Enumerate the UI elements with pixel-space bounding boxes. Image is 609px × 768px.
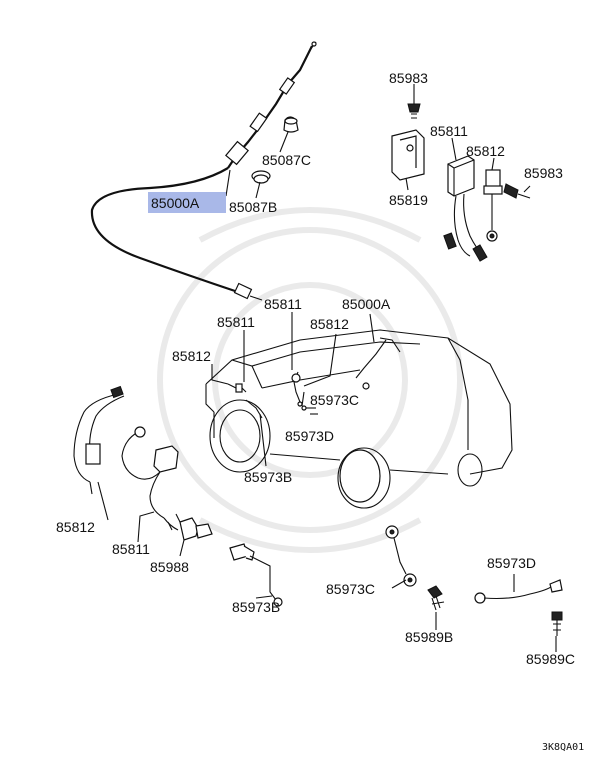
relay-85811-top[interactable]	[443, 155, 488, 262]
label-85973b-mid[interactable]: 85973B	[244, 469, 292, 485]
label-85983-top[interactable]: 85983	[389, 70, 428, 86]
label-85811-mid-left[interactable]: 85811	[217, 314, 255, 330]
label-85812-bottom[interactable]: 85812	[56, 519, 95, 535]
bracket-85819[interactable]	[391, 129, 425, 181]
harness-85812-bottom[interactable]	[73, 385, 125, 495]
leader-lines	[97, 84, 557, 652]
part-number-highlight	[148, 192, 226, 213]
label-85819[interactable]: 85819	[389, 192, 428, 208]
screw-85983-right[interactable]	[503, 183, 531, 199]
diagram-code: 3K8QA01	[542, 742, 584, 753]
label-85811-mid-right[interactable]: 85811	[264, 296, 302, 312]
label-85811-bottom[interactable]: 85811	[112, 541, 150, 557]
bolt-85989c[interactable]	[551, 611, 563, 636]
cable-85973d-bottom[interactable]	[474, 579, 563, 604]
grommet-85087c[interactable]	[283, 116, 299, 133]
label-85087c[interactable]: 85087C	[262, 152, 311, 168]
label-85812-mid-right[interactable]: 85812	[310, 316, 349, 332]
label-85988[interactable]: 85988	[150, 559, 189, 575]
label-85812-mid-left[interactable]: 85812	[172, 348, 211, 364]
screw-85983-top[interactable]	[407, 90, 421, 119]
label-85973b-bottom[interactable]: 85973B	[232, 599, 280, 615]
label-85812-top[interactable]: 85812	[466, 143, 505, 159]
vehicle-body	[205, 329, 513, 509]
label-85973d-bottom[interactable]: 85973D	[487, 555, 536, 571]
bolt-85989b[interactable]	[427, 585, 445, 611]
relay-85811-bottom[interactable]	[121, 426, 179, 519]
label-85973d-mid[interactable]: 85973D	[285, 428, 334, 444]
vehicle-wiring[interactable]	[227, 339, 387, 419]
label-85087b[interactable]: 85087B	[229, 199, 277, 215]
grommet-85087b[interactable]	[251, 170, 271, 184]
label-85973c-bottom[interactable]: 85973C	[326, 581, 375, 597]
cable-85973b-bottom[interactable]	[229, 543, 283, 607]
label-85973c-mid[interactable]: 85973C	[310, 392, 359, 408]
label-85000a-mid[interactable]: 85000A	[342, 296, 391, 312]
connector-85812-top[interactable]	[483, 169, 503, 242]
cable-85973c-bottom[interactable]	[385, 525, 417, 587]
label-85989b[interactable]: 85989B	[405, 629, 453, 645]
antenna-cable-assembly[interactable]	[90, 41, 317, 301]
label-85811-top[interactable]: 85811	[430, 123, 468, 139]
connector-85988[interactable]	[163, 513, 213, 541]
label-85983-right[interactable]: 85983	[524, 165, 563, 181]
label-85000a-main[interactable]: 85000A	[151, 195, 200, 211]
watermark-emblem	[157, 207, 463, 553]
label-85989c[interactable]: 85989C	[526, 651, 575, 667]
part-labels: 85983 85811 85812 85983 85819 85087C 850…	[56, 70, 575, 667]
